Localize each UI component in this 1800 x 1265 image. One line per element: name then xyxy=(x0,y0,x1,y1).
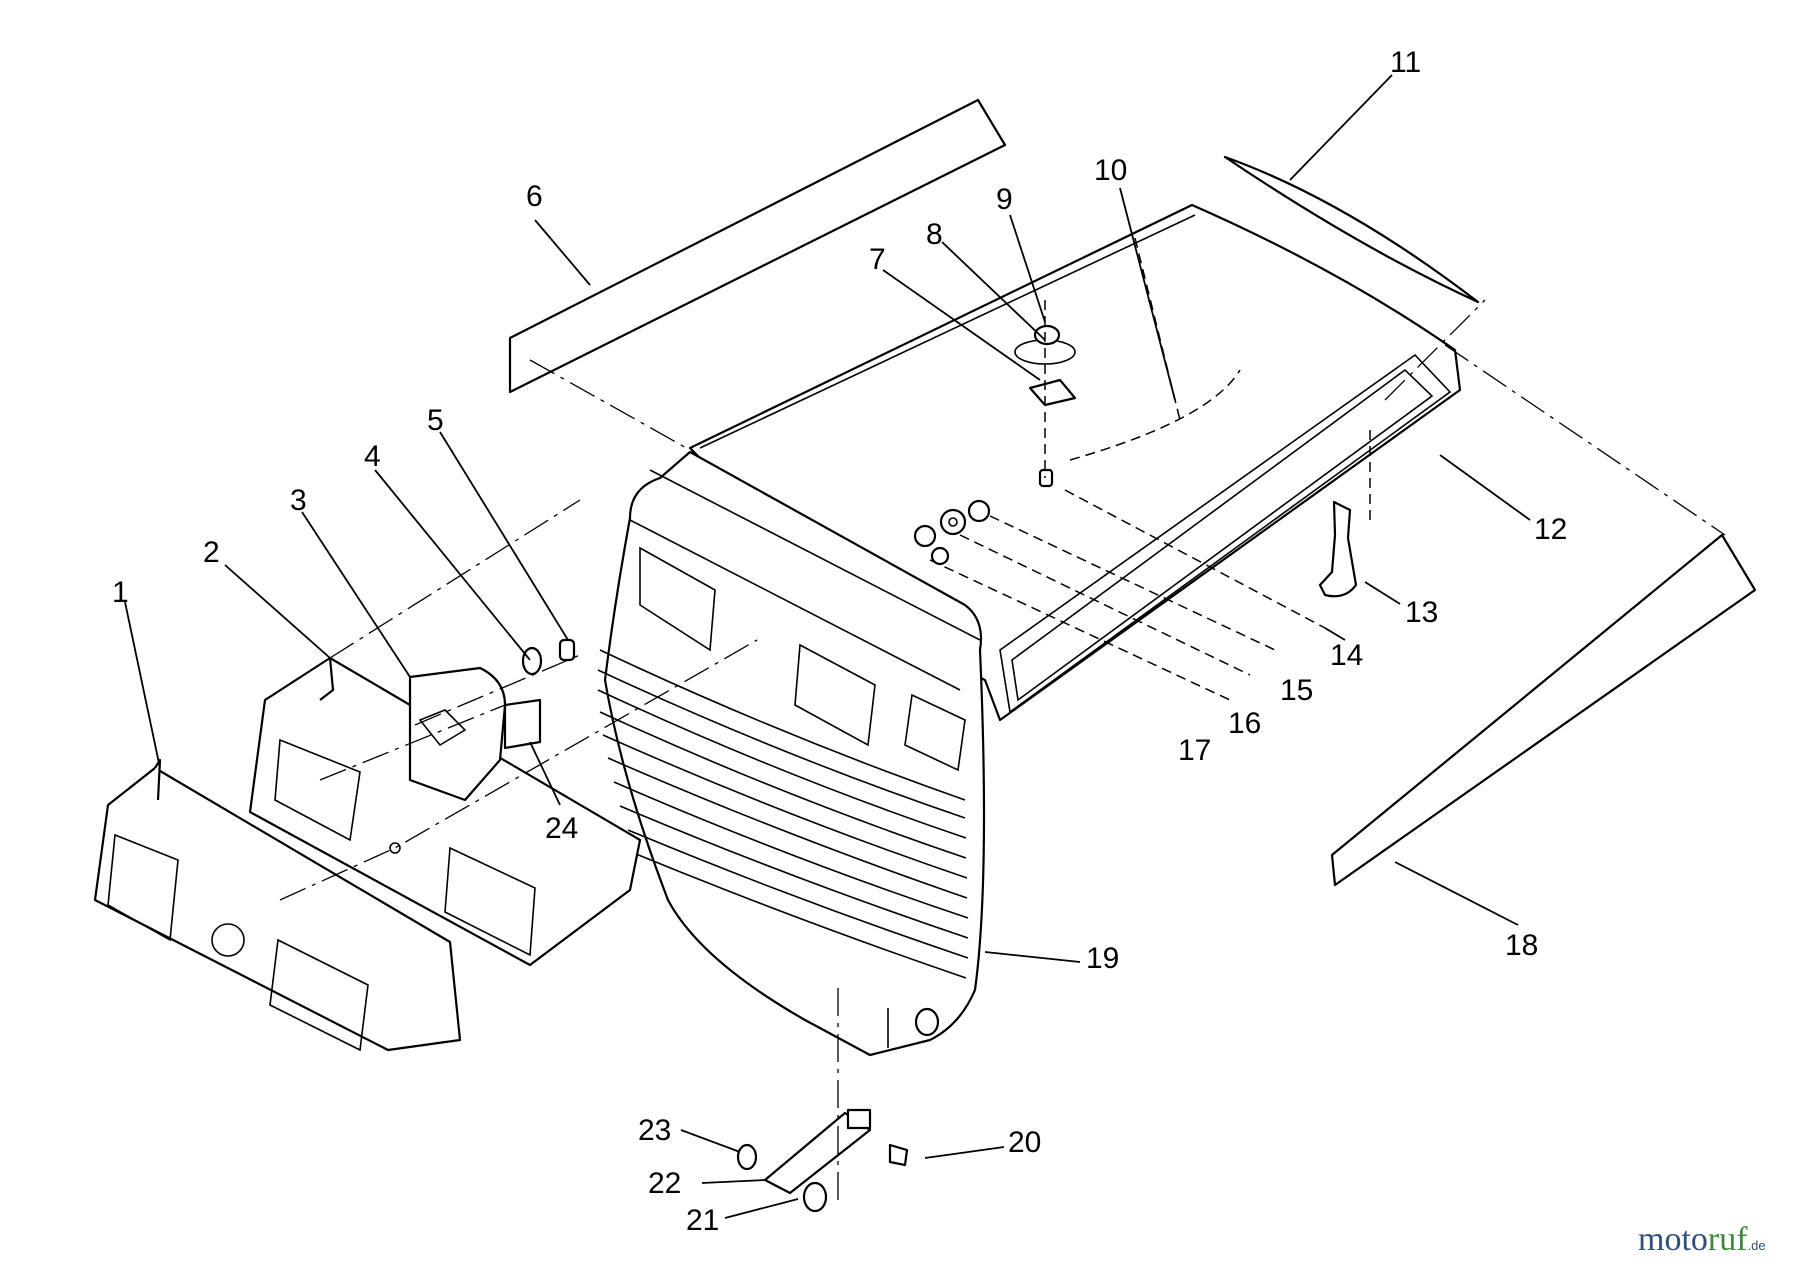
callout-13: 13 xyxy=(1405,596,1438,629)
fastener-stack xyxy=(913,499,991,566)
part-3-headlight xyxy=(408,666,507,802)
callout-4: 4 xyxy=(364,440,381,473)
watermark-logo: motoruf.de xyxy=(1638,1221,1766,1258)
callout-1: 1 xyxy=(112,576,129,609)
logo-tld: .de xyxy=(1748,1238,1766,1253)
callout-5: 5 xyxy=(427,404,444,437)
part-2-panel xyxy=(248,656,642,967)
callout-8: 8 xyxy=(926,218,943,251)
part-11-decal xyxy=(1223,155,1480,304)
callout-22: 22 xyxy=(648,1167,681,1200)
callout-21: 21 xyxy=(686,1204,719,1237)
callout-17: 17 xyxy=(1178,734,1211,767)
part-6-decal xyxy=(508,98,1007,394)
part-19-grille xyxy=(597,450,986,1057)
callout-18: 18 xyxy=(1505,929,1538,962)
phantom-lines xyxy=(279,299,1726,1205)
logo-part1: moto xyxy=(1638,1221,1708,1258)
callout-2: 2 xyxy=(203,536,220,569)
callout-3: 3 xyxy=(290,484,307,517)
callout-10: 10 xyxy=(1094,154,1127,187)
logo-part2: ruf xyxy=(1708,1221,1748,1258)
callout-24: 24 xyxy=(545,812,578,845)
bracket-hardware xyxy=(736,1108,909,1213)
callout-14: 14 xyxy=(1330,639,1363,672)
part-13-handle xyxy=(1318,500,1358,598)
callout-7: 7 xyxy=(869,243,886,276)
callout-labels: 1 2 3 4 5 6 7 8 9 10 11 12 13 14 15 16 1… xyxy=(112,46,1567,1237)
part-1-bumper xyxy=(93,758,462,1052)
callout-11: 11 xyxy=(1390,46,1421,79)
callout-9: 9 xyxy=(996,183,1013,216)
callout-23: 23 xyxy=(638,1114,671,1147)
svg-text:motoruf.de: motoruf.de xyxy=(1638,1221,1766,1258)
part-18-decal xyxy=(1330,533,1757,887)
callout-6: 6 xyxy=(526,180,543,213)
callout-15: 15 xyxy=(1280,674,1313,707)
callout-20: 20 xyxy=(1008,1126,1041,1159)
callout-12: 12 xyxy=(1534,513,1567,546)
leader-lines xyxy=(124,74,1531,1219)
callout-19: 19 xyxy=(1086,942,1119,975)
part-24-clip xyxy=(503,698,542,750)
part-4-bulb xyxy=(521,646,543,676)
callout-16: 16 xyxy=(1228,707,1261,740)
dashed-lines xyxy=(929,237,1371,701)
part-5-socket xyxy=(558,638,576,662)
